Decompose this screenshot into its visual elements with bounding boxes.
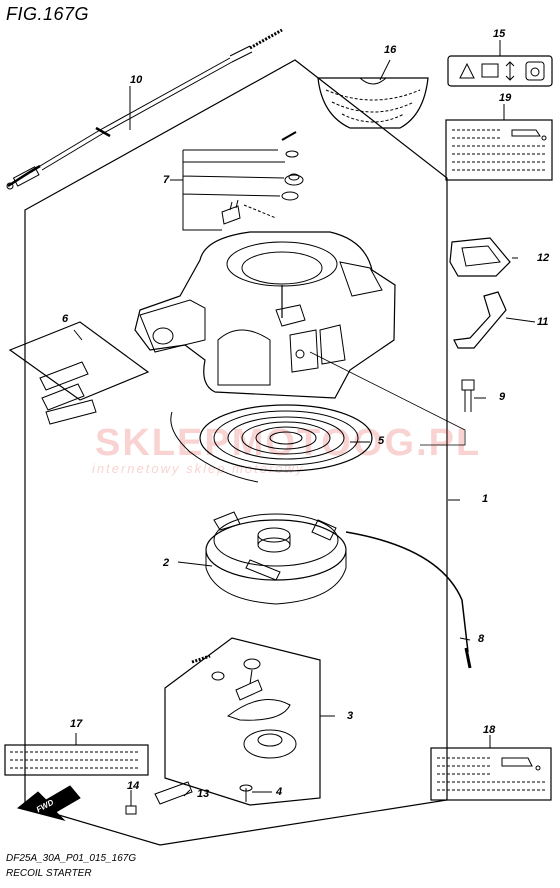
callout-3: 3 [347,710,354,722]
figure-code: DF25A_30A_P01_015_167G [6,853,137,864]
callout-18: 18 [483,724,496,736]
callout-16: 16 [384,44,397,56]
callout-14: 14 [127,780,140,792]
part-7-items [221,131,304,225]
callout-9: 9 [499,391,506,403]
callout-2: 2 [163,557,170,569]
callout-10: 10 [130,74,143,86]
watermark-subtext: internetowy sklep motorowy [92,461,304,476]
callout-8: 8 [478,633,485,645]
watermark: SKLEPMOTOOG.PL internetowy sklep motorow… [92,422,481,476]
callout-12: 12 [537,252,550,264]
starter-handle [8,321,150,425]
starter-housing [134,231,396,399]
decal-16 [317,77,429,129]
callout-1: 1 [482,493,489,505]
callout-13: 13 [197,788,210,800]
figure-title: FIG.167G [6,4,90,24]
callout-19: 19 [499,92,512,104]
pawl-kit [164,637,321,806]
part-11 [453,291,507,349]
decal-19 [445,119,553,181]
starter-reel [205,511,347,605]
watermark-text: SKLEPMOTOOG.PL [95,422,481,464]
decal-17 [4,744,149,776]
fwd-arrow: FWD [16,785,81,821]
callout-11: 11 [537,316,549,328]
figure-name: RECOIL STARTER [6,868,92,879]
starter-cable [6,28,283,190]
callout-4: 4 [276,786,283,798]
callout-17: 17 [70,718,83,730]
callout-5: 5 [378,435,385,447]
bolt-14 [125,790,137,815]
bracket-13 [154,781,193,805]
decal-18 [430,747,552,801]
starter-rope [345,531,472,669]
leader-lines [73,40,536,797]
callout-7: 7 [163,174,170,186]
decal-15 [447,55,553,87]
bolt-9 [461,379,475,412]
part-12 [449,237,511,277]
callout-15: 15 [493,28,506,40]
callout-6: 6 [62,313,69,325]
recoil-spring [170,404,373,483]
screw-4 [239,784,253,802]
